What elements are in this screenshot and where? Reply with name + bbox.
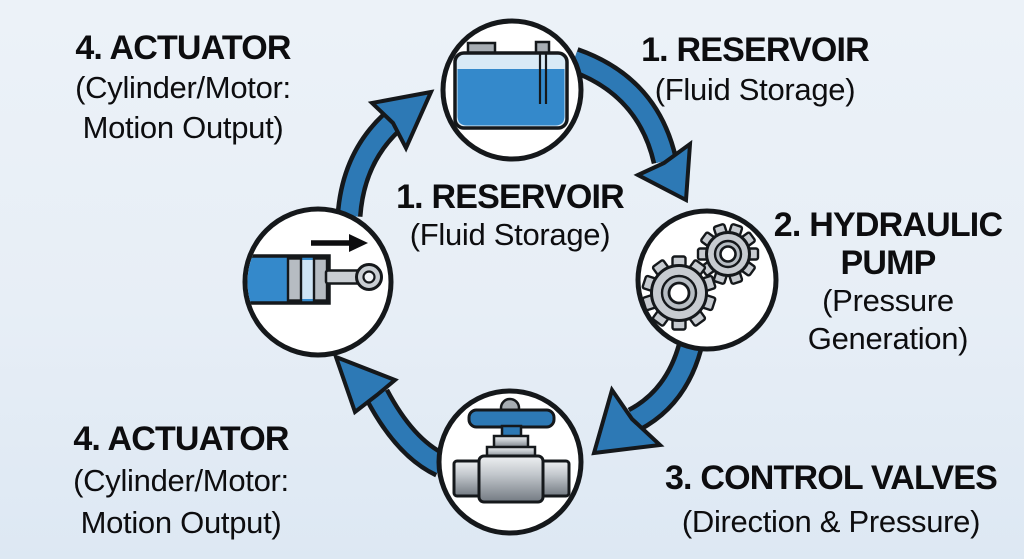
flow-arrows — [332, 47, 704, 478]
valve-body — [477, 454, 545, 504]
tank-fluid — [457, 69, 565, 126]
label-actuator-bottom-left: 4. ACTUATOR (Cylinder/Motor: Motion Outp… — [73, 418, 289, 544]
label-pump-right: 2. HYDRAULIC PUMP (Pressure Generation) — [773, 206, 1003, 358]
label-title: 1. RESERVOIR — [396, 178, 625, 216]
label-subtitle: Motion Output) — [80, 505, 282, 540]
label-title: PUMP — [840, 244, 936, 282]
valve-handle — [467, 408, 556, 429]
label-subtitle: (Pressure — [822, 283, 954, 318]
label-subtitle: (Cylinder/Motor: — [75, 70, 291, 105]
hydraulic-cylinder-icon — [247, 234, 383, 305]
label-title: 3. CONTROL VALVES — [664, 459, 998, 497]
valve-pipe-right — [539, 459, 571, 498]
arrow-actuator-to-reservoir-icon — [335, 89, 435, 218]
label-subtitle: (Fluid Storage) — [409, 217, 611, 252]
piston-band — [286, 257, 303, 302]
node-reservoir — [440, 18, 584, 162]
label-actuator-top-left: 4. ACTUATOR (Cylinder/Motor: Motion Outp… — [75, 28, 291, 148]
node-actuator — [242, 206, 394, 358]
label-title: 1. RESERVOIR — [641, 31, 870, 69]
label-title: 4. ACTUATOR — [75, 29, 291, 67]
label-subtitle: (Fluid Storage) — [654, 72, 856, 107]
arrow-pump-to-valves-icon — [591, 343, 704, 456]
arrow-reservoir-to-pump-icon — [569, 47, 693, 204]
control-valve-icon — [452, 397, 571, 504]
rod-eye-hole — [362, 270, 376, 284]
label-title: 4. ACTUATOR — [73, 420, 289, 458]
label-reservoir-top-right: 1. RESERVOIR (Fluid Storage) — [641, 31, 870, 109]
arrow-valves-to-actuator-icon — [332, 353, 448, 478]
label-title: 2. HYDRAULIC — [773, 206, 1003, 244]
node-valves — [436, 388, 584, 536]
motion-arrow-head — [349, 234, 368, 252]
small-gear — [696, 223, 760, 285]
node-pump — [635, 208, 779, 352]
label-subtitle: Generation) — [807, 321, 969, 356]
gears-pump-icon — [641, 223, 760, 331]
label-subtitle: Motion Output) — [82, 110, 284, 145]
large-gear — [641, 255, 717, 331]
label-valves-bottom-right: 3. CONTROL VALVES (Direction & Pressure) — [664, 457, 998, 543]
piston-rod — [324, 269, 362, 285]
label-subtitle: (Cylinder/Motor: — [73, 463, 289, 498]
reservoir-tank-icon — [453, 40, 569, 130]
cylinder-barrel-group — [247, 254, 331, 305]
label-subtitle: (Direction & Pressure) — [681, 504, 981, 539]
label-reservoir-center: 1. RESERVOIR (Fluid Storage) — [396, 178, 625, 254]
